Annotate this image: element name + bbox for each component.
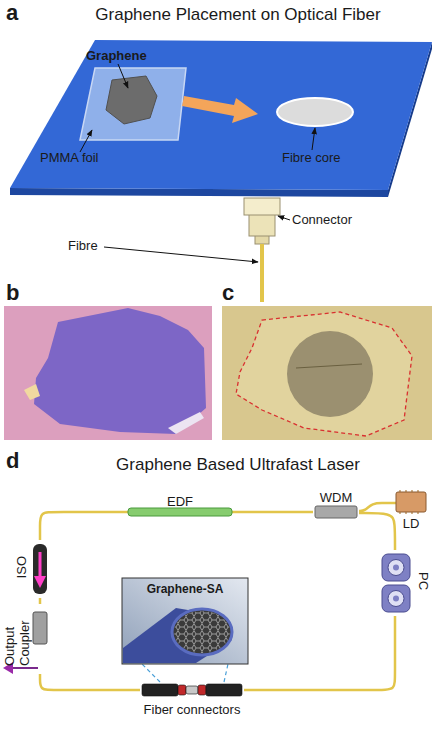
isolator-body bbox=[33, 544, 47, 594]
fibre-core bbox=[277, 98, 353, 126]
connector-symbol bbox=[244, 198, 280, 244]
fibre-connector bbox=[206, 684, 242, 696]
paddle bbox=[382, 554, 410, 581]
part-label: Fibre core bbox=[282, 150, 341, 165]
component-label: EDF bbox=[128, 494, 232, 509]
panel-title: Graphene Based Ultrafast Laser bbox=[40, 454, 436, 475]
glass-plate bbox=[10, 40, 432, 197]
panel-letter: a bbox=[6, 0, 18, 26]
part-label: Graphene bbox=[86, 48, 147, 63]
flake-wrinkle bbox=[296, 364, 362, 368]
fibre-connector bbox=[186, 686, 198, 694]
laser-component: Output Coupler bbox=[0, 604, 54, 674]
component-label: Graphene-SA bbox=[122, 582, 248, 597]
paddle bbox=[382, 585, 410, 612]
micrograph bbox=[222, 306, 432, 440]
wdm-coupler bbox=[315, 506, 357, 518]
graphene-lattice bbox=[174, 611, 230, 653]
fibre-loop bbox=[393, 565, 399, 571]
laser-component: PC bbox=[380, 550, 434, 616]
plate-top bbox=[10, 40, 432, 190]
optical-fibre bbox=[244, 616, 395, 690]
leader-line bbox=[80, 130, 92, 152]
optical-fibre bbox=[40, 512, 128, 540]
fibre-connector bbox=[142, 684, 178, 696]
pigtail bbox=[384, 502, 396, 505]
connector-part bbox=[244, 198, 280, 215]
optical-fibre bbox=[359, 513, 395, 550]
inset-frame bbox=[122, 578, 248, 664]
optical-fibre bbox=[40, 674, 140, 690]
laser-diode bbox=[396, 492, 426, 512]
fibre-ferrule bbox=[123, 608, 232, 663]
component-label: Output Coupler bbox=[2, 608, 32, 666]
fibre-line bbox=[260, 244, 264, 302]
graphene-flake bbox=[106, 76, 157, 124]
laser-component: WDM bbox=[313, 490, 359, 520]
panel-letter: d bbox=[6, 448, 19, 474]
pmma-foil bbox=[80, 68, 186, 140]
transfer-arrow bbox=[182, 96, 258, 123]
part-label: Fibre bbox=[68, 238, 98, 253]
panel-letter: b bbox=[6, 280, 19, 306]
optical-fibre bbox=[359, 503, 384, 511]
fibre-loop bbox=[388, 560, 404, 576]
component-label: LD bbox=[390, 516, 432, 531]
graphene-flake bbox=[34, 308, 206, 434]
fibre-core bbox=[287, 331, 373, 417]
connector-part bbox=[249, 214, 275, 236]
component-label: WDM bbox=[313, 490, 359, 505]
fibre-amplifier bbox=[128, 508, 232, 516]
laser-component: LD bbox=[384, 490, 432, 540]
leader-line bbox=[118, 64, 128, 88]
zoom-guide bbox=[142, 664, 228, 682]
fibre-loop bbox=[393, 596, 399, 602]
output-fibre bbox=[10, 667, 38, 669]
flake-debris bbox=[24, 384, 40, 400]
direction-arrow bbox=[34, 576, 46, 588]
fibre-loop bbox=[388, 591, 404, 607]
laser-component: Graphene-SA bbox=[122, 578, 248, 664]
component-label: ISO bbox=[14, 556, 29, 578]
part-label: Connector bbox=[292, 212, 352, 227]
component-label: Fiber connectors bbox=[140, 702, 244, 717]
direction-arrow bbox=[39, 552, 42, 578]
flake-outline bbox=[236, 312, 412, 436]
leader-line bbox=[312, 128, 315, 150]
leader-line bbox=[278, 216, 290, 220]
panel-title: Graphene Placement on Optical Fiber bbox=[40, 4, 436, 25]
component-shape bbox=[384, 490, 432, 540]
laser-component: ISO bbox=[12, 540, 54, 598]
optical-fibre bbox=[232, 511, 313, 514]
component-label: PC bbox=[416, 572, 431, 590]
laser-component: Fiber connectors bbox=[140, 680, 244, 720]
flake-debris bbox=[168, 412, 204, 434]
part-label: PMMA foil bbox=[40, 150, 99, 165]
optical-fibre bbox=[39, 598, 42, 604]
fibre-connector bbox=[198, 685, 206, 695]
ferrule-face bbox=[172, 609, 232, 655]
micrograph bbox=[4, 306, 212, 440]
laser-component: EDF bbox=[128, 494, 232, 520]
leader-line bbox=[104, 247, 258, 262]
output-coupler bbox=[33, 612, 47, 644]
fibre-connector bbox=[178, 685, 186, 695]
panel-letter: c bbox=[222, 280, 234, 306]
